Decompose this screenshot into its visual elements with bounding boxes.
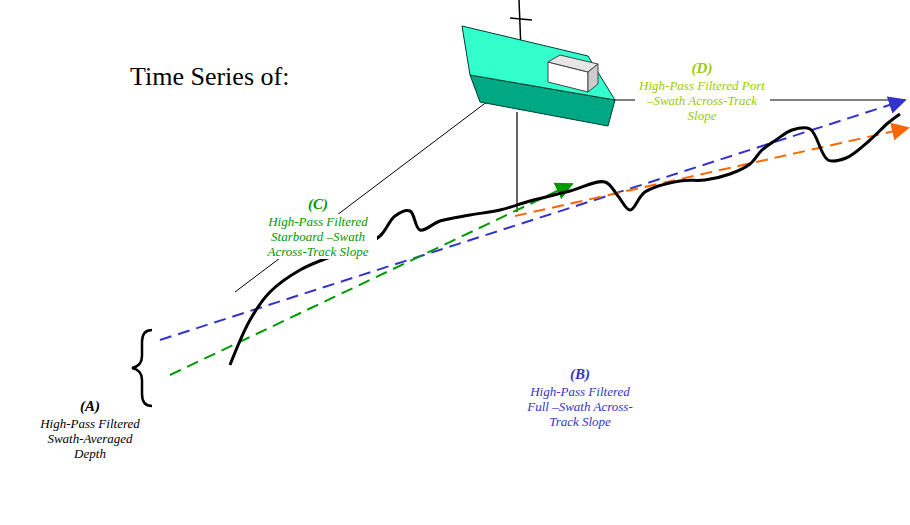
- series-letter: (B): [560, 366, 600, 383]
- full-swath-slope-line: [160, 100, 905, 340]
- depth-brace: [132, 330, 152, 406]
- starboard-beam-line: [235, 98, 492, 292]
- nadir-line: [516, 112, 517, 212]
- port-slope-line: [515, 128, 908, 216]
- series-letter: (D): [682, 60, 722, 77]
- series-letter: (C): [298, 196, 338, 213]
- starboard-slope-line: [170, 184, 572, 375]
- diagram-title: Time Series of:: [130, 62, 289, 92]
- series-description: High-Pass Filtered Port –Swath Across-Tr…: [635, 78, 770, 123]
- survey-boat: [462, 0, 615, 126]
- series-description: High-Pass Filtered Full –Swath Across-Tr…: [518, 384, 643, 429]
- series-description: High-Pass Filtered Swath-Averaged Depth: [35, 416, 145, 461]
- series-letter: (A): [70, 398, 110, 415]
- seafloor-profile: [230, 114, 900, 365]
- series-description: High-Pass Filtered Starboard –Swath Acro…: [259, 214, 377, 259]
